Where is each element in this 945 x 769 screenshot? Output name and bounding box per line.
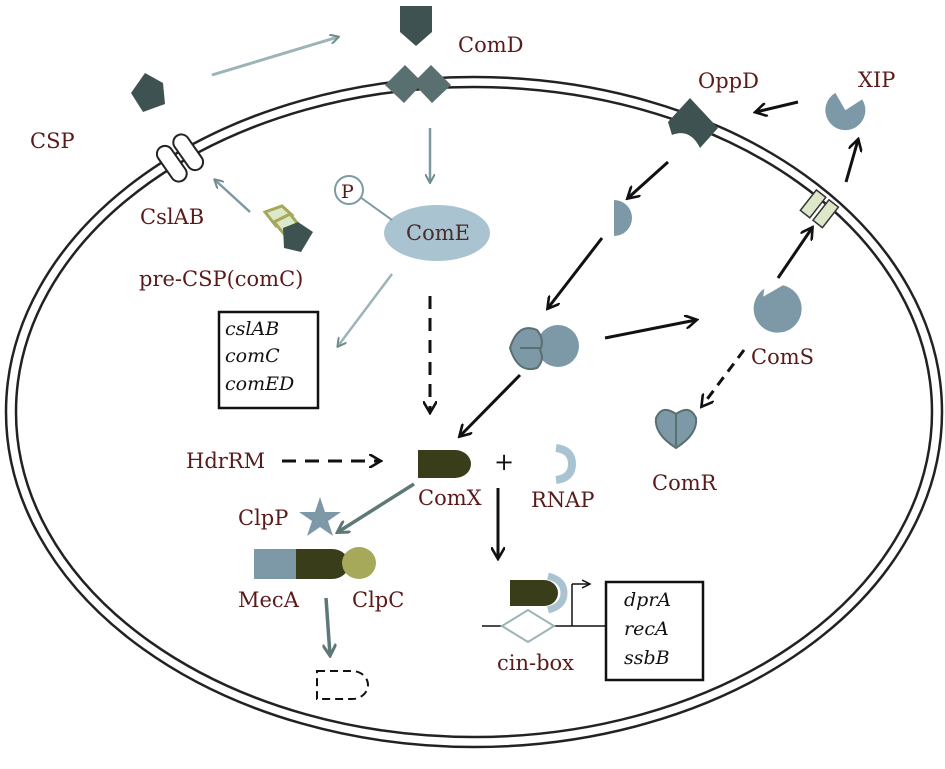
clpp-star-icon <box>299 497 341 536</box>
comd-receptor-icon <box>385 65 451 103</box>
cslab-label: CslAB <box>140 205 204 229</box>
gene-dpra: dprA <box>624 589 671 611</box>
phosphate-label: P <box>341 181 354 203</box>
come-label: ComE <box>406 221 470 245</box>
precsp-to-cslab-arrow <box>215 180 251 213</box>
gene-ssbb: ssbB <box>624 647 670 669</box>
oppd-label: OppD <box>698 69 759 93</box>
xip-peptide-icon <box>825 92 866 131</box>
xip-to-oppd-arrow <box>756 100 799 112</box>
csp-peptide-icon <box>131 73 165 112</box>
meca-clpc-complex-icon <box>254 547 376 579</box>
degraded-comx-icon <box>316 670 369 700</box>
gene-comc: comC <box>225 345 280 367</box>
comd-label: ComD <box>458 33 523 57</box>
csp-export-arrow <box>211 37 338 77</box>
exporter-to-xip-arrow <box>844 140 858 183</box>
comr-xip-complex-icon <box>508 325 579 370</box>
xip-internal-icon <box>614 200 632 236</box>
cell-membrane <box>4 75 944 749</box>
rnap-label: RNAP <box>531 488 594 512</box>
meca-label: MecA <box>238 588 300 612</box>
coms-peptide-icon <box>753 285 802 333</box>
comx-target-genes-box <box>604 580 705 682</box>
pre-csp-label: pre-CSP(comC) <box>139 267 303 291</box>
comx-bound-icon <box>510 580 558 606</box>
oppd-transporter-icon <box>668 98 718 148</box>
coms-exporter-icon <box>799 188 840 229</box>
coms-export-arrow <box>776 228 812 279</box>
clpp-label: ClpP <box>238 506 288 530</box>
comr-label: ComR <box>652 471 718 495</box>
comr-protein-icon <box>654 408 698 450</box>
gene-reca: recA <box>624 618 669 640</box>
cslab-transporter-icon <box>155 133 205 183</box>
xip-label: XIP <box>858 68 895 92</box>
coms-label: ComS <box>751 345 814 369</box>
hdrrm-label: HdrRM <box>186 449 265 473</box>
comx-to-degradation-arrow <box>338 482 415 532</box>
rnap-bound-icon <box>547 572 568 614</box>
rnap-icon <box>555 444 577 484</box>
complex-to-coms-arrow <box>604 320 696 340</box>
comx-label: ComX <box>418 486 482 510</box>
comx-protein-icon <box>418 450 471 478</box>
come-to-genes-arrow <box>338 273 393 346</box>
come-protein-icon <box>384 205 490 261</box>
xip-to-complex-arrow <box>548 237 604 308</box>
csp-bound-icon <box>400 6 432 46</box>
clpc-label: ClpC <box>352 588 404 612</box>
degradation-arrow <box>326 597 330 655</box>
gene-comed: comED <box>225 373 294 395</box>
oppd-to-xip-arrow <box>628 160 670 198</box>
phosphate-icon <box>334 175 364 205</box>
csp-label: CSP <box>30 129 75 153</box>
coms-to-comr-arrow <box>702 349 746 406</box>
complex-to-comx-arrow <box>460 373 522 436</box>
plus-sign: + <box>494 448 514 476</box>
gene-cslab: cslAB <box>225 318 279 340</box>
phosphate-link <box>359 196 393 221</box>
cin-box-label: cin-box <box>497 651 574 675</box>
pre-csp-icon <box>262 204 313 252</box>
come-target-genes-box <box>217 310 320 410</box>
cin-box-promoter <box>482 584 612 644</box>
